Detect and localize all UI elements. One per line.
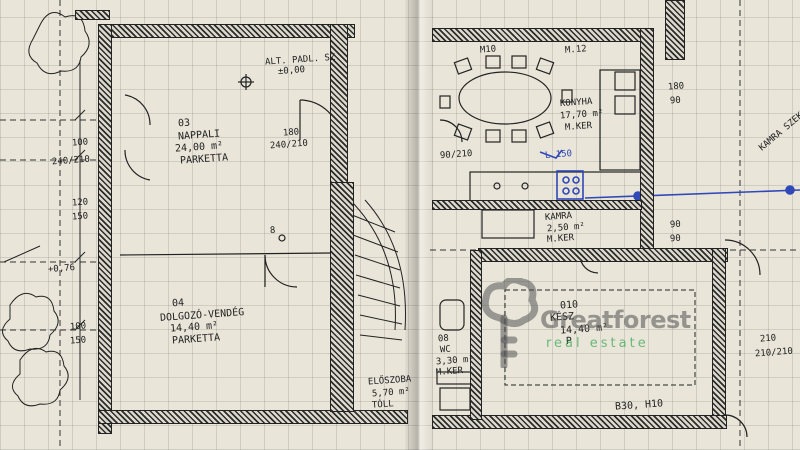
wall-living-right — [330, 24, 348, 184]
blue-note: L 150 — [544, 149, 573, 161]
wall-bottom-right — [432, 415, 727, 429]
dim-left-3: 120 — [71, 197, 89, 209]
dim-left-5: 100 — [69, 321, 87, 333]
wall-left-outer — [98, 24, 112, 434]
door-living-width: 180 — [282, 127, 300, 139]
dim-left-1: 100 — [71, 137, 89, 149]
wall-top-right — [432, 28, 652, 42]
pantry-floor: M.KER — [546, 233, 575, 245]
right-dim-5: 210 — [759, 333, 777, 345]
wc-name: WC — [439, 344, 452, 356]
wc-floor: M.KER — [435, 366, 464, 378]
window-top-label-2: M.12 — [564, 44, 587, 56]
brand-tagline: real estate — [546, 336, 649, 351]
dim-low-1: +0,76 — [47, 263, 76, 275]
window-top-label: M10 — [479, 44, 497, 56]
wall-mid-right — [478, 248, 728, 262]
right-dim-2: 90 — [669, 95, 682, 107]
dim-left-6: 150 — [69, 335, 87, 347]
wall-kitchen-lower — [432, 200, 642, 210]
dim-left-4: 150 — [71, 211, 89, 223]
wall-top-stub — [75, 10, 110, 20]
right-dim-3: 90 — [669, 219, 682, 231]
wall-bath-divider — [470, 250, 482, 420]
level-value: ±0,00 — [277, 65, 306, 77]
study-room-number: 04 — [171, 297, 185, 310]
kitchen-name: KONYHA — [559, 96, 593, 110]
door-study-number: 8 — [269, 225, 276, 237]
wall-bottom-left — [98, 410, 408, 424]
page-fold-shadow — [405, 0, 433, 450]
wall-top-left — [100, 24, 355, 38]
wall-stair-left — [330, 182, 354, 412]
wall-right-top-ext — [665, 0, 685, 60]
right-dim-1: 180 — [667, 81, 685, 93]
kitchen-floor: M.KER — [564, 121, 593, 133]
brand-logo-key-icon — [481, 278, 539, 368]
right-dim-4: 90 — [669, 233, 682, 245]
living-room-number: 03 — [177, 117, 191, 130]
wc-number: 08 — [437, 333, 450, 345]
brand-name: Greatforest — [540, 306, 691, 334]
door-kitchen-size: 90/210 — [439, 148, 473, 162]
wall-right-kitchen — [640, 28, 654, 253]
hall-floor: TÓLL — [371, 399, 394, 411]
